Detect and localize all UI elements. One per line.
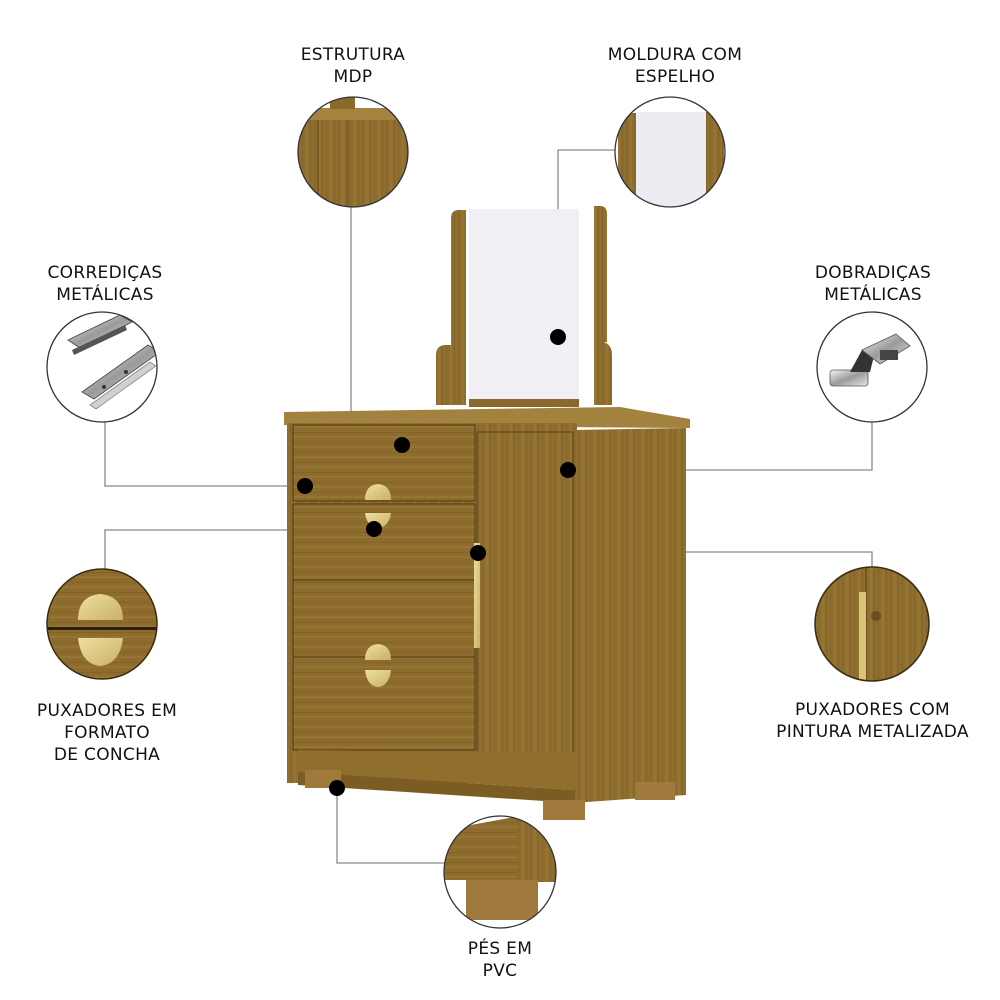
label-line: PVC <box>482 961 518 981</box>
label-line: FORMATO <box>64 723 150 743</box>
bar-handle <box>474 543 480 648</box>
mirror-glass <box>469 209 579 399</box>
dot-metalizado <box>470 545 486 561</box>
dot-moldura <box>550 329 566 345</box>
label-line: METÁLICAS <box>824 285 922 305</box>
dot-pes <box>329 780 345 796</box>
label-line: CORREDIÇAS <box>47 263 163 283</box>
dot-dobradicas <box>560 462 576 478</box>
shell-handle <box>365 484 391 687</box>
detail-dobradicas-metalicas <box>817 312 927 422</box>
detail-puxadores-concha <box>47 569 157 679</box>
mirror-frame <box>436 206 612 407</box>
label-line: PUXADORES EM <box>36 701 178 721</box>
detail-corredicas-metalicas <box>47 312 157 422</box>
label-line: PÉS EM <box>467 939 533 959</box>
label-pes-pvc: PÉS EM PVC <box>440 938 560 982</box>
label-line: ESPELHO <box>634 67 716 87</box>
dot-corredicas <box>297 478 313 494</box>
hotspot-dots <box>297 329 576 796</box>
label-puxadores-concha: PUXADORES EM FORMATO DE CONCHA <box>22 700 192 766</box>
label-line: MOLDURA COM <box>607 45 743 65</box>
leader-corredicas <box>104 422 305 487</box>
leader-concha <box>104 529 375 570</box>
label-corredicas-metalicas: CORREDIÇAS METÁLICAS <box>30 262 180 306</box>
leader-lines <box>104 149 873 864</box>
dot-concha <box>366 521 382 537</box>
foot <box>543 800 585 820</box>
label-line: ESTRUTURA <box>300 45 406 65</box>
cabinet <box>284 407 690 820</box>
label-dobradicas-metalicas: DOBRADIÇAS METÁLICAS <box>798 262 948 306</box>
foot <box>635 782 675 800</box>
dot-estrutura <box>394 437 410 453</box>
detail-puxadores-metalizados <box>815 567 929 681</box>
label-line: PINTURA METALIZADA <box>776 722 969 742</box>
label-estrutura-mdp: ESTRUTURA MDP <box>283 44 423 88</box>
leader-estrutura <box>350 207 400 446</box>
label-line: DE CONCHA <box>53 745 161 765</box>
label-moldura-espelho: MOLDURA COM ESPELHO <box>590 44 760 88</box>
cabinet-door <box>476 431 574 765</box>
detail-estrutura-mdp <box>298 97 408 207</box>
label-puxadores-metalizados: PUXADORES COM PINTURA METALIZADA <box>765 699 980 743</box>
label-line: PUXADORES COM <box>794 700 950 720</box>
label-line: DOBRADIÇAS <box>814 263 932 283</box>
label-line: MDP <box>333 67 373 87</box>
label-line: METÁLICAS <box>56 285 154 305</box>
drawer-3 <box>292 579 476 658</box>
leader-pes <box>336 788 444 864</box>
detail-pes-pvc <box>444 816 556 928</box>
